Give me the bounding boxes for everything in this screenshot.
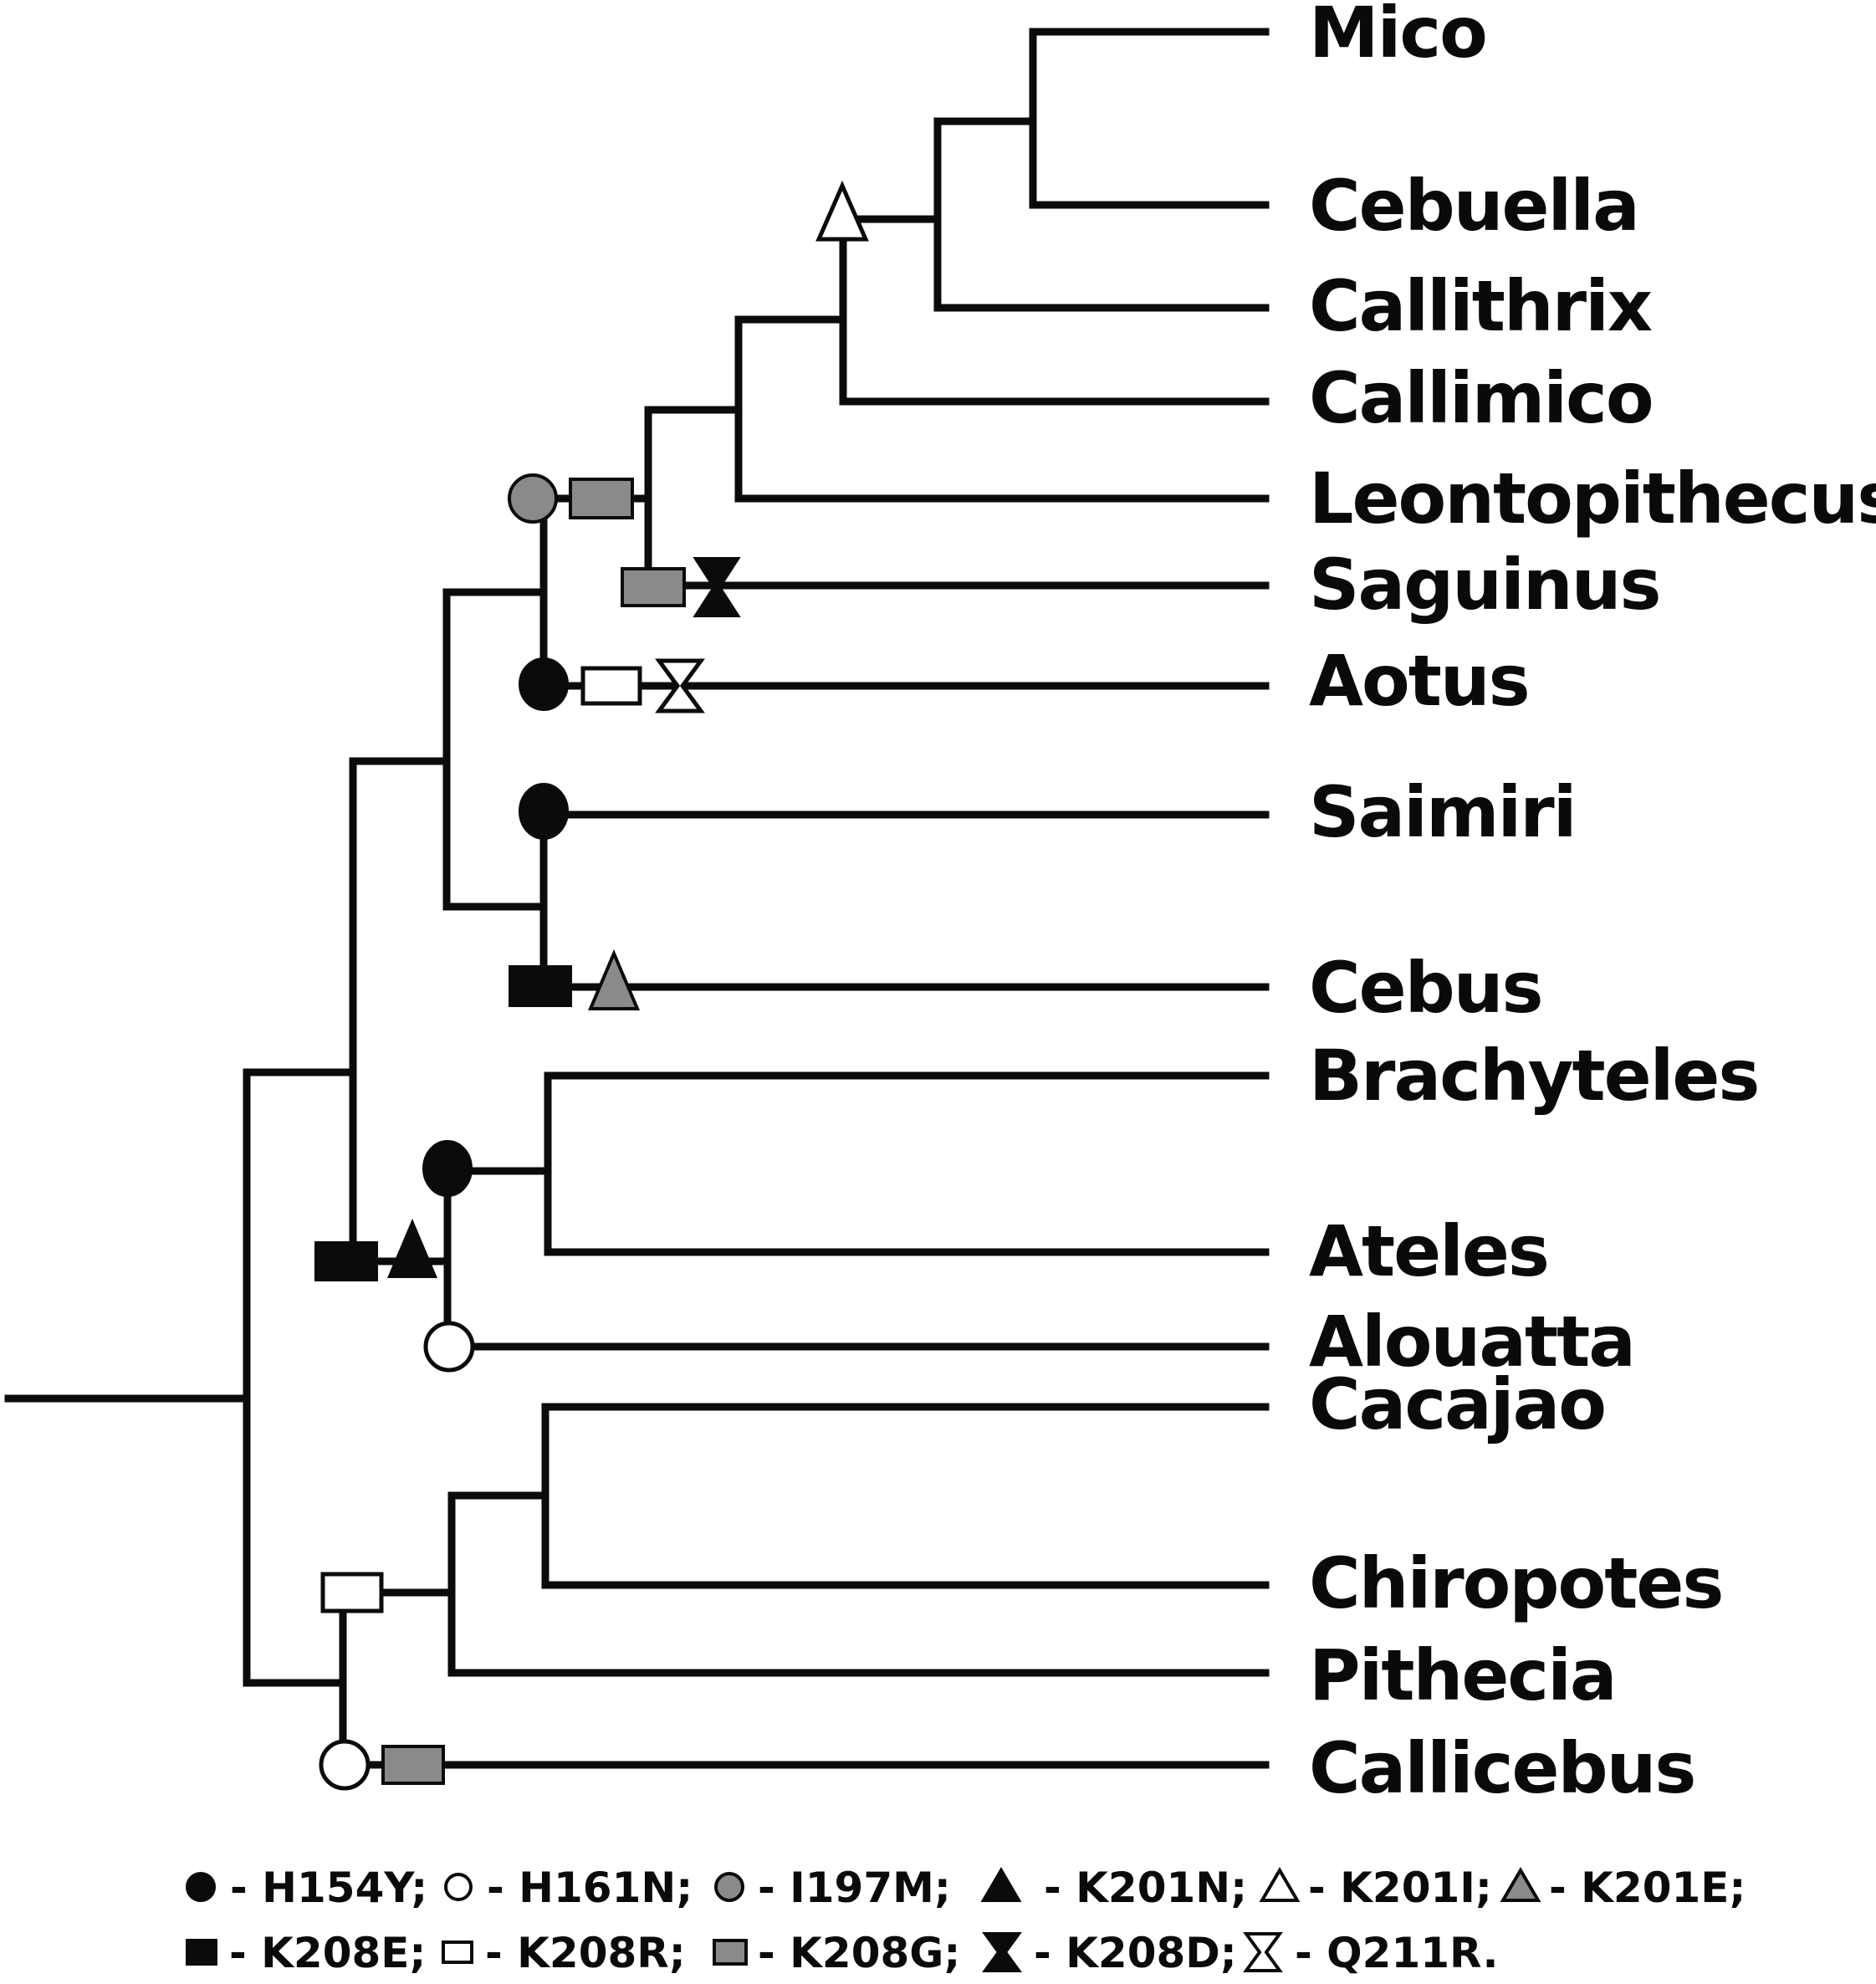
legend-text: - Q211R. [1295,1929,1498,1977]
taxon-label: Alouatta [1309,1301,1634,1383]
open-circle-marker [319,1739,371,1791]
taxon-label: Leontopithecus [1309,458,1876,539]
open-square-marker [580,666,642,706]
gray-square-marker [381,1745,445,1785]
gray-circle-icon [714,1872,744,1902]
open-square-marker [320,1572,384,1613]
open-hourglass-marker [655,658,705,713]
legend-text: - K208D; [1034,1929,1237,1977]
filled-circle-icon [186,1872,216,1902]
taxon-label: Cacajao [1309,1363,1605,1445]
gray-triangle-icon [1500,1867,1541,1902]
taxon-label: Mico [1309,0,1486,74]
taxon-label: Cebuella [1309,165,1638,247]
taxon-label: Saguinus [1309,544,1660,626]
taxon-label: Brachyteles [1309,1035,1758,1117]
mutation-markers [314,180,869,1791]
filled-circle-marker [519,783,569,840]
open-square-icon [442,1941,473,1964]
filled-hourglass-icon [982,1932,1022,1972]
filled-circle-marker [422,1140,473,1197]
open-triangle-icon [1259,1867,1301,1902]
taxon-labels: Mico Cebuella Callithrix Callimico Leont… [1309,0,1876,1809]
legend-text: - H161N; [487,1864,693,1912]
gray-triangle-marker [587,949,641,1010]
taxon-label: Chiropotes [1309,1542,1722,1624]
gray-square-marker [621,567,686,607]
tree-branches [4,28,1270,1769]
open-circle-icon [444,1873,473,1901]
filled-hourglass-marker [693,557,741,617]
taxon-label: Saimiri [1309,771,1576,853]
filled-triangle-marker [386,1218,438,1278]
filled-square-marker [509,965,572,1007]
taxon-label: Cebus [1309,947,1542,1029]
gray-square-marker [569,478,634,519]
legend-text: - K208R; [485,1929,686,1977]
filled-square-marker [314,1241,378,1281]
filled-triangle-icon [980,1867,1022,1902]
legend-text: - H154Y; [230,1864,427,1912]
open-triangle-marker [815,180,869,242]
open-circle-marker [423,1321,475,1373]
gray-circle-marker [508,473,558,524]
taxon-label: Callithrix [1309,265,1652,347]
legend-text: - K201I; [1308,1864,1492,1912]
taxon-label: Ateles [1309,1210,1548,1292]
taxon-label: Callicebus [1309,1727,1695,1809]
legend-text: - K201N; [1044,1864,1247,1912]
taxon-label: Aotus [1309,640,1529,722]
legend-text: - K208E; [229,1929,426,1977]
open-hourglass-icon [1243,1932,1283,1972]
legend-text: - I197M; [758,1864,951,1912]
taxon-label: Callimico [1309,357,1653,439]
filled-square-icon [186,1939,217,1966]
legend-text: - K208G; [758,1929,960,1977]
filled-circle-marker [519,657,569,711]
gray-square-icon [713,1939,748,1966]
legend-text: - K201E; [1549,1864,1746,1912]
legend: - H154Y; - H161N; - I197M; - K201N; - K2… [186,1864,1746,1977]
taxon-label: Pithecia [1309,1634,1616,1716]
